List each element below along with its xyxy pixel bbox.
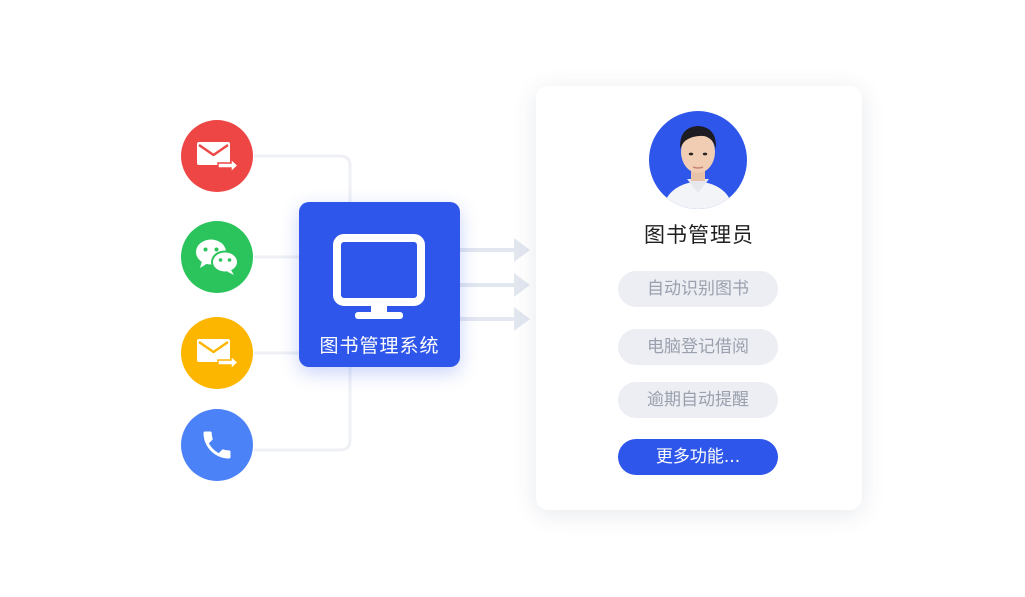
admin-title: 图书管理员: [644, 223, 754, 247]
email-forward-icon: [195, 336, 239, 370]
admin-avatar: [649, 111, 747, 209]
feature-pill: 自动识别图书: [618, 271, 778, 307]
wechat-channel[interactable]: [181, 221, 253, 293]
flow-arrow: [460, 273, 530, 297]
flow-arrow: [460, 307, 530, 331]
more-features-button[interactable]: 更多功能...: [618, 439, 778, 475]
flow-arrow: [460, 238, 530, 262]
feature-pill: 电脑登记借阅: [618, 329, 778, 365]
phone-icon: [199, 427, 235, 463]
library-system-box[interactable]: 图书管理系统: [299, 202, 460, 367]
system-label: 图书管理系统: [319, 335, 440, 357]
phone-channel[interactable]: [181, 409, 253, 481]
admin-card: 图书管理员 自动识别图书 电脑登记借阅 逾期自动提醒 更多功能...: [536, 86, 862, 510]
email-channel-yellow[interactable]: [181, 317, 253, 389]
monitor-icon: [333, 234, 425, 326]
feature-pill: 逾期自动提醒: [618, 382, 778, 418]
email-forward-icon: [195, 139, 239, 173]
email-channel-red[interactable]: [181, 120, 253, 192]
wechat-icon: [194, 237, 240, 277]
